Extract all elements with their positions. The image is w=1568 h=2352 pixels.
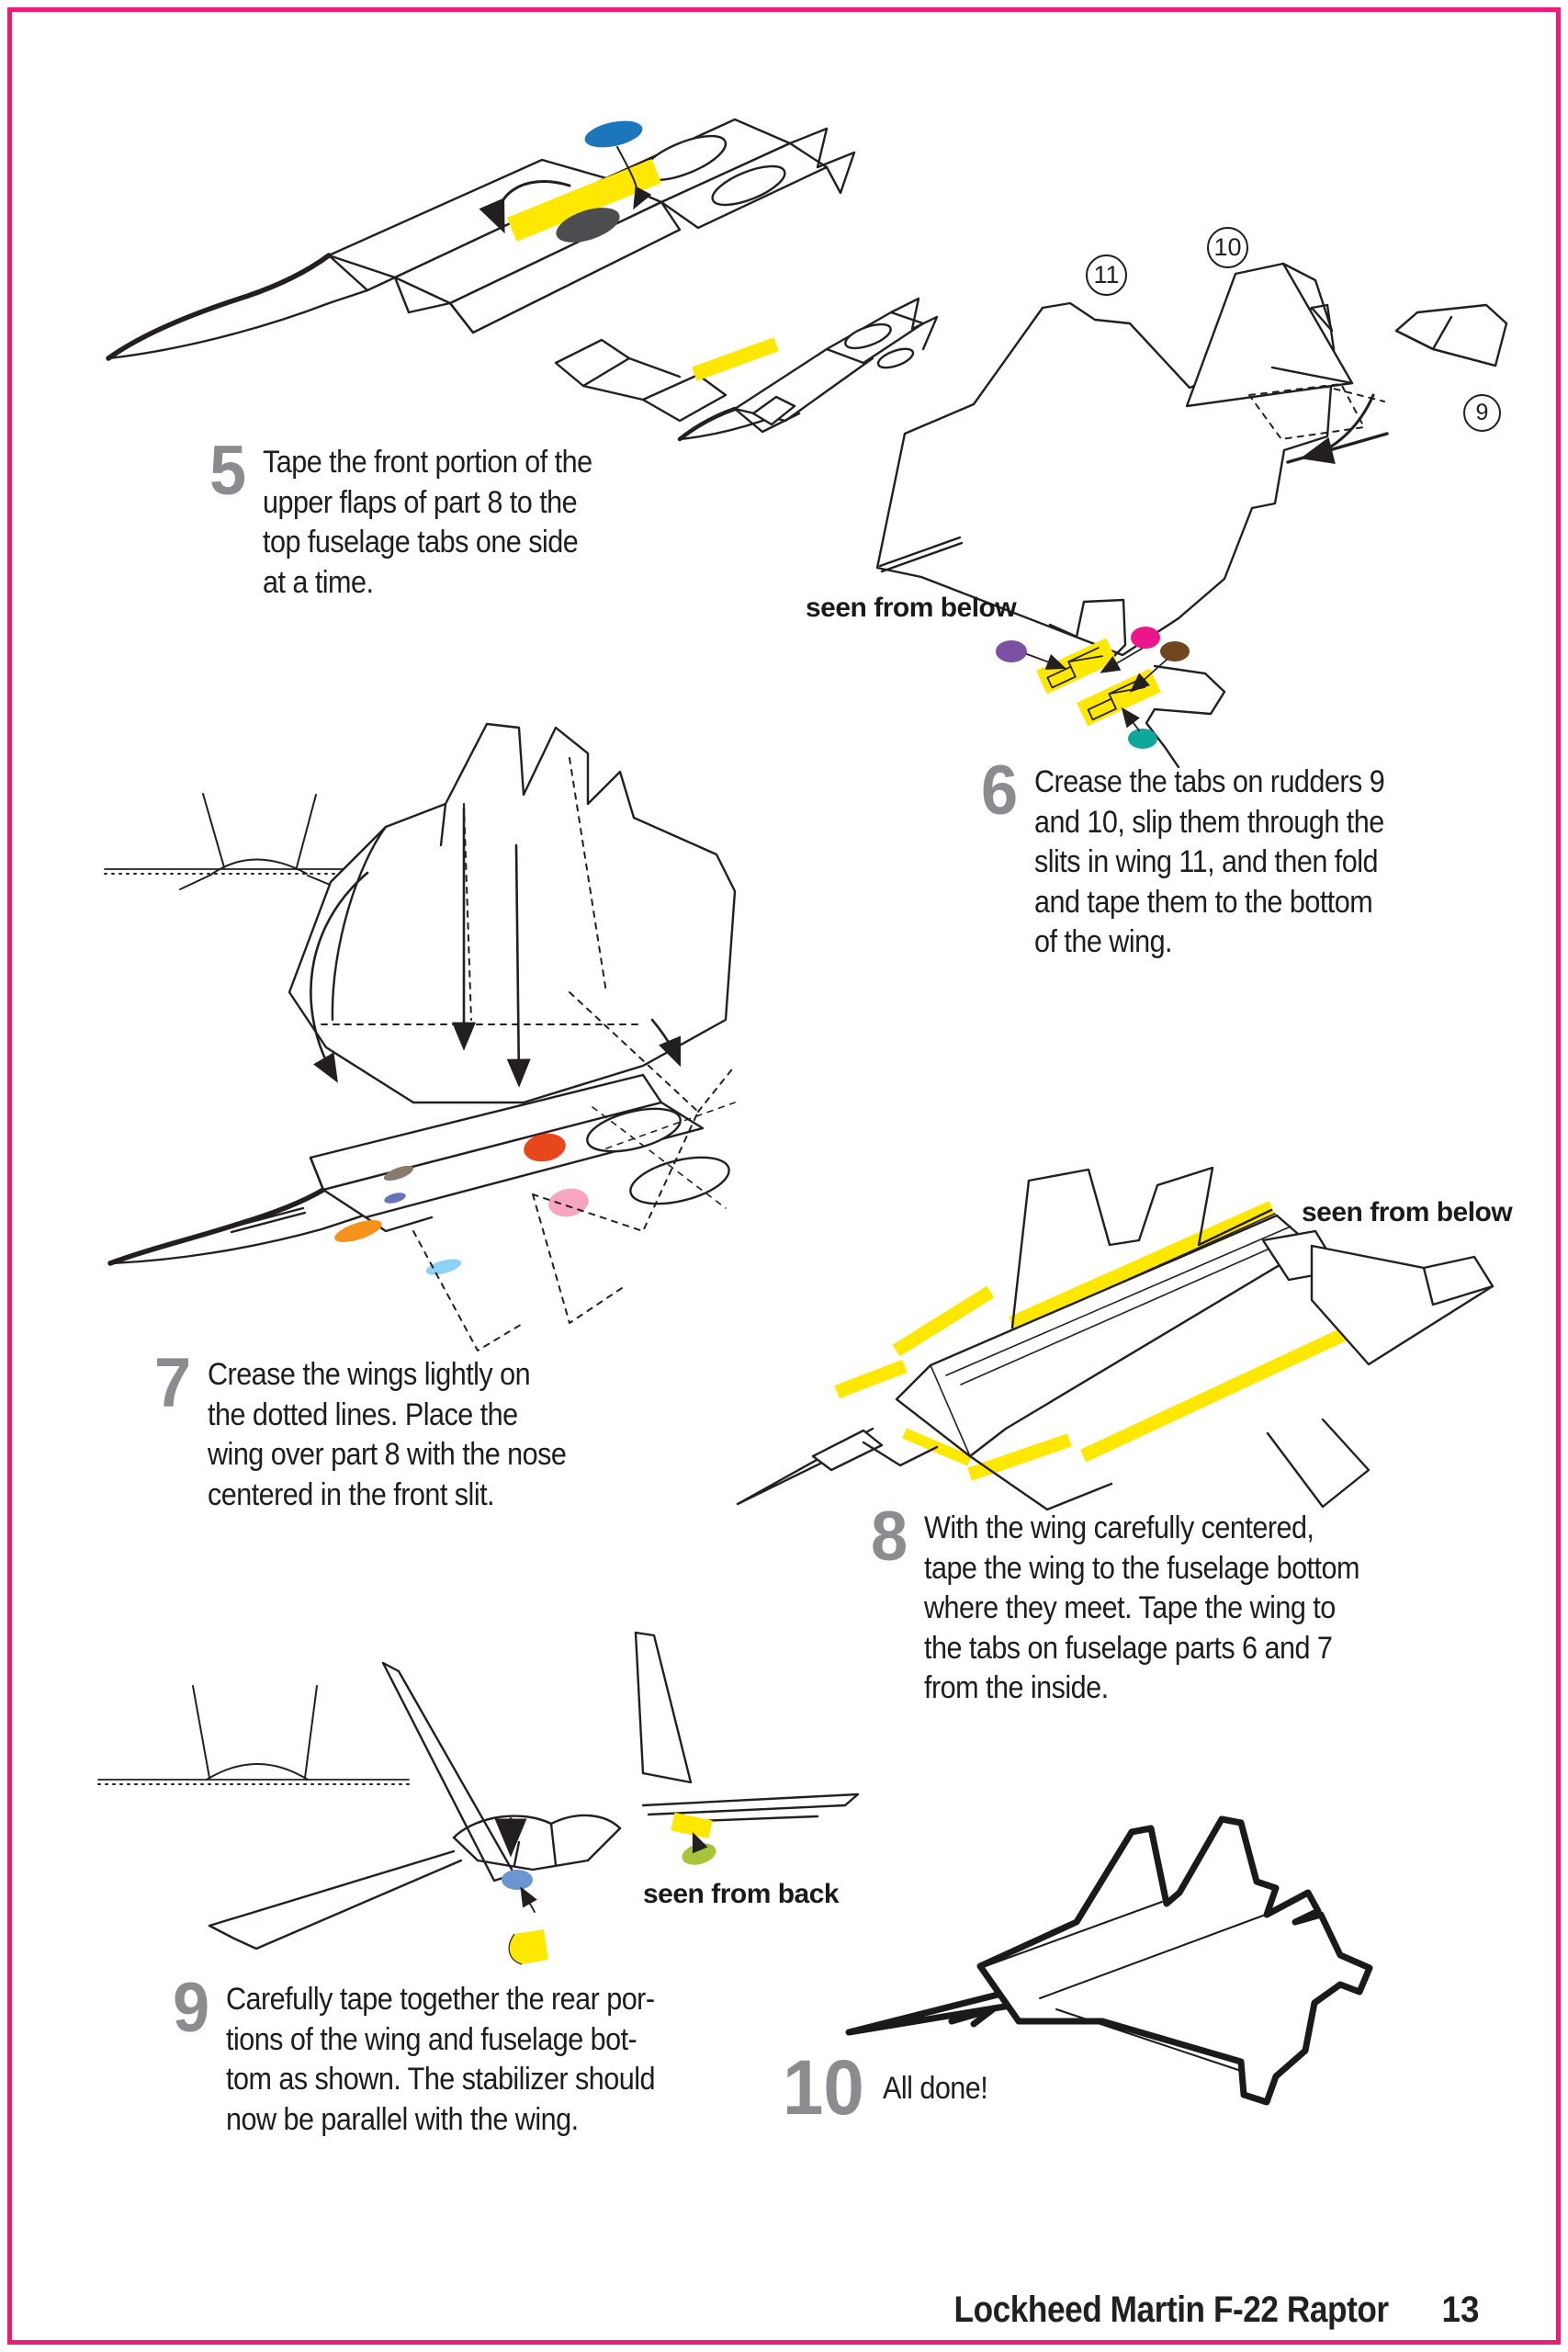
step-number: 9 (173, 1969, 210, 2047)
step-instructions: With the wing carefully centered, tape t… (924, 1510, 1360, 1705)
step-number: 6 (981, 752, 1019, 830)
tape-strip (1077, 668, 1161, 727)
tape-strip (1036, 638, 1117, 695)
part-label-10: 10 (1207, 227, 1248, 268)
step5-illustration (106, 118, 939, 442)
step-number: 5 (209, 432, 247, 510)
orange-marker-dot (334, 1220, 382, 1242)
brown-marker-dot (1160, 641, 1190, 662)
step-5: 5 Tape the front portion of the upper fl… (209, 432, 629, 603)
step-number: 7 (154, 1344, 192, 1422)
arrow (616, 146, 652, 210)
step-6: 6 Crease the tabs on rudders 9 and 10, s… (981, 752, 1424, 963)
step-8: 8 With the wing carefully centered, tape… (871, 1498, 1408, 1709)
aircraft-seen-from-back (208, 1631, 860, 1965)
page-footer: Lockheed Martin F-22 Raptor 13 (895, 2290, 1479, 2331)
fold-arrow (310, 871, 369, 1083)
red-marker-dot (524, 1133, 566, 1162)
yellowgreen-marker-dot (682, 1843, 716, 1865)
step10-illustration (845, 1815, 1373, 2106)
tape-strip (834, 1359, 908, 1399)
step-instructions: Tape the front portion of the upper flap… (263, 445, 592, 600)
tape-strip (506, 159, 662, 242)
step9-illustration (97, 1631, 860, 1965)
step-instructions: All done! (883, 2071, 988, 2106)
blue-marker-dot (584, 120, 643, 148)
step7-illustration (104, 722, 737, 1351)
magenta-marker-dot (1131, 627, 1160, 649)
step6-illustration (875, 262, 1508, 769)
footer-title: Lockheed Martin F-22 Raptor (953, 2290, 1389, 2330)
fuselage-part-large (106, 118, 856, 423)
tape-strip (892, 1285, 995, 1357)
gray-marker-dot (383, 1165, 414, 1182)
wing-over-fuselage (107, 722, 737, 1351)
finished-airplane (845, 1815, 1373, 2106)
aircraft-seen-from-below (736, 1166, 1495, 1511)
tape-strip (967, 1433, 1072, 1481)
part-label-11: 11 (1086, 254, 1127, 296)
step-9: 9 Carefully tape together the rear por- … (173, 1969, 703, 2140)
step-instructions: Crease the tabs on rudders 9 and 10, sli… (1034, 764, 1385, 959)
rudder-9-piece (1394, 303, 1508, 368)
step-7: 7 Crease the wings lightly on the dotted… (154, 1344, 606, 1515)
step-number: 8 (871, 1498, 908, 1576)
seen-from-back-label: seen from back (643, 1879, 840, 1909)
tape-strip (692, 337, 779, 381)
seen-from-below-label: seen from below (806, 593, 1017, 623)
pink-marker-dot (548, 1188, 589, 1217)
tab-detail-seen-from-below (996, 598, 1226, 769)
tape-strip (1079, 1316, 1373, 1463)
tape-strip (1009, 1201, 1276, 1330)
step-instructions: Carefully tape together the rear por- ti… (226, 1982, 656, 2137)
lightblue-marker-dot (425, 1259, 462, 1275)
footer-page-number: 13 (1441, 2290, 1479, 2330)
part-label-9: 9 (1463, 394, 1501, 432)
step-number: 10 (783, 2044, 864, 2131)
step8-illustration (736, 1166, 1495, 1511)
curled-tape-piece (508, 1929, 548, 1965)
crease-cross-section (97, 1685, 410, 1785)
step-instructions: Crease the wings lightly on the dotted l… (208, 1357, 567, 1512)
dark-marker-dot (556, 208, 620, 243)
seen-from-below-label: seen from below (1302, 1197, 1513, 1227)
teal-marker-dot (1128, 729, 1157, 749)
slate-marker-dot (384, 1193, 406, 1204)
blue-marker-dot (502, 1870, 533, 1890)
fold-arrow (506, 843, 531, 1088)
tape-strip (671, 1812, 713, 1839)
fold-arrow (650, 1018, 682, 1068)
fold-arrow (479, 180, 571, 234)
step-10: 10 All done! (783, 2044, 999, 2131)
purple-marker-dot (996, 640, 1027, 662)
fuselage-part-small (677, 297, 939, 442)
